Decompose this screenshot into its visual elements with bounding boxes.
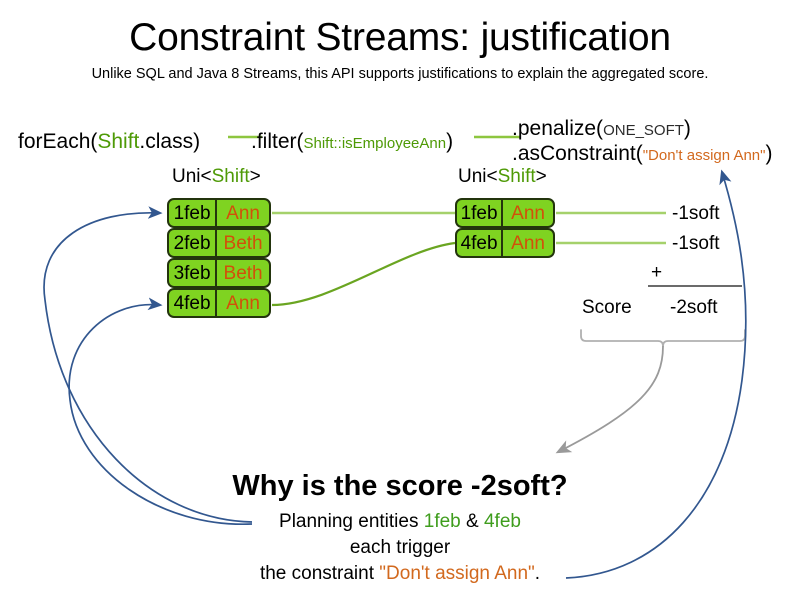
tuple-row[interactable]: 3feb Beth — [167, 258, 271, 288]
tuple-employee: Ann — [511, 232, 545, 254]
tuple-date: 4feb — [457, 230, 504, 256]
caption-left-suffix: > — [249, 166, 261, 187]
tuple-row[interactable]: 2feb Beth — [167, 228, 271, 258]
code-filter: .filter(Shift::isEmployeeAnn) — [251, 130, 453, 154]
tuple-row[interactable]: 1feb Ann — [167, 198, 271, 228]
for-each-type: Shift — [97, 130, 140, 153]
code-for-each: forEach(Shift.class) — [18, 130, 200, 154]
explanation-line-3: the constraint "Don't assign Ann". — [0, 563, 800, 585]
sum-rule — [648, 285, 742, 287]
explanation-amp: & — [460, 511, 484, 532]
tuple-score-2: -1soft — [672, 233, 720, 254]
slide-subtitle: Unlike SQL and Java 8 Streams, this API … — [91, 66, 709, 82]
tuple-stack-right: 1feb Ann 4feb Ann — [455, 198, 555, 258]
filter-prefix: .filter( — [251, 130, 304, 153]
code-penalize: .penalize(ONE_SOFT) — [512, 117, 691, 141]
penalize-suffix: ) — [683, 117, 691, 140]
stream-caption-right: Uni<Shift> — [458, 166, 547, 188]
explanation-constraint-name: "Don't assign Ann" — [379, 563, 535, 584]
slide-title: Constraint Streams: justification — [129, 16, 671, 59]
penalize-prefix: .penalize( — [512, 117, 604, 140]
explanation-line-1-prefix: Planning entities — [279, 511, 424, 532]
as-constraint-prefix: .asConstraint( — [512, 142, 643, 165]
explanation-line-3-suffix: . — [534, 563, 541, 584]
filter-suffix: ) — [446, 130, 454, 153]
explanation-line-1: Planning entities 1feb & 4feb — [0, 511, 800, 533]
filter-arg: Shift::isEmployeeAnn — [303, 135, 447, 152]
caption-left-type: Shift — [211, 166, 250, 187]
caption-right-suffix: > — [535, 166, 547, 187]
as-constraint-suffix: ) — [765, 142, 773, 165]
stream-caption-left: Uni<Shift> — [172, 166, 261, 188]
caption-right-type: Shift — [497, 166, 536, 187]
tuple-score-1: -1soft — [672, 203, 720, 224]
connector-4feb — [271, 241, 456, 307]
explanation-line-3-prefix: the constraint — [259, 563, 380, 584]
score-explanation-arrow — [555, 345, 664, 454]
caption-left-prefix: Uni< — [172, 166, 212, 187]
explanation-line-2: each trigger — [349, 537, 451, 558]
tuple-employee: Ann — [226, 292, 260, 314]
tuple-employee: Beth — [223, 232, 263, 254]
score-brace — [580, 329, 746, 347]
tuple-date: 1feb — [457, 200, 504, 226]
tuple-employee: Ann — [226, 202, 260, 224]
tuple-row[interactable]: 1feb Ann — [455, 198, 555, 228]
tuple-date: 3feb — [169, 260, 218, 286]
for-each-prefix: forEach( — [18, 130, 98, 153]
tuple-date: 2feb — [169, 230, 218, 256]
tuple-employee: Ann — [511, 202, 545, 224]
tuple-stack-left: 1feb Ann 2feb Beth 3feb Beth 4feb Ann — [167, 198, 271, 318]
tuple-date: 1feb — [169, 200, 218, 226]
sum-operator: + — [651, 262, 663, 283]
explanation-entity-b: 4feb — [483, 511, 521, 532]
for-each-suffix: .class) — [139, 130, 201, 153]
as-constraint-arg: "Don't assign Ann" — [642, 147, 766, 164]
tuple-row[interactable]: 4feb Ann — [167, 288, 271, 318]
explanation-entity-a: 1feb — [423, 511, 461, 532]
penalize-arg: ONE_SOFT — [603, 122, 684, 139]
score-label: Score — [582, 297, 632, 318]
tuple-employee: Beth — [223, 262, 263, 284]
code-as-constraint: .asConstraint("Don't assign Ann") — [512, 142, 772, 166]
tuple-date: 4feb — [169, 290, 218, 316]
caption-right-prefix: Uni< — [458, 166, 498, 187]
tuple-row[interactable]: 4feb Ann — [455, 228, 555, 258]
explanation-heading: Why is the score -2soft? — [232, 470, 568, 502]
score-total: -2soft — [670, 297, 718, 318]
